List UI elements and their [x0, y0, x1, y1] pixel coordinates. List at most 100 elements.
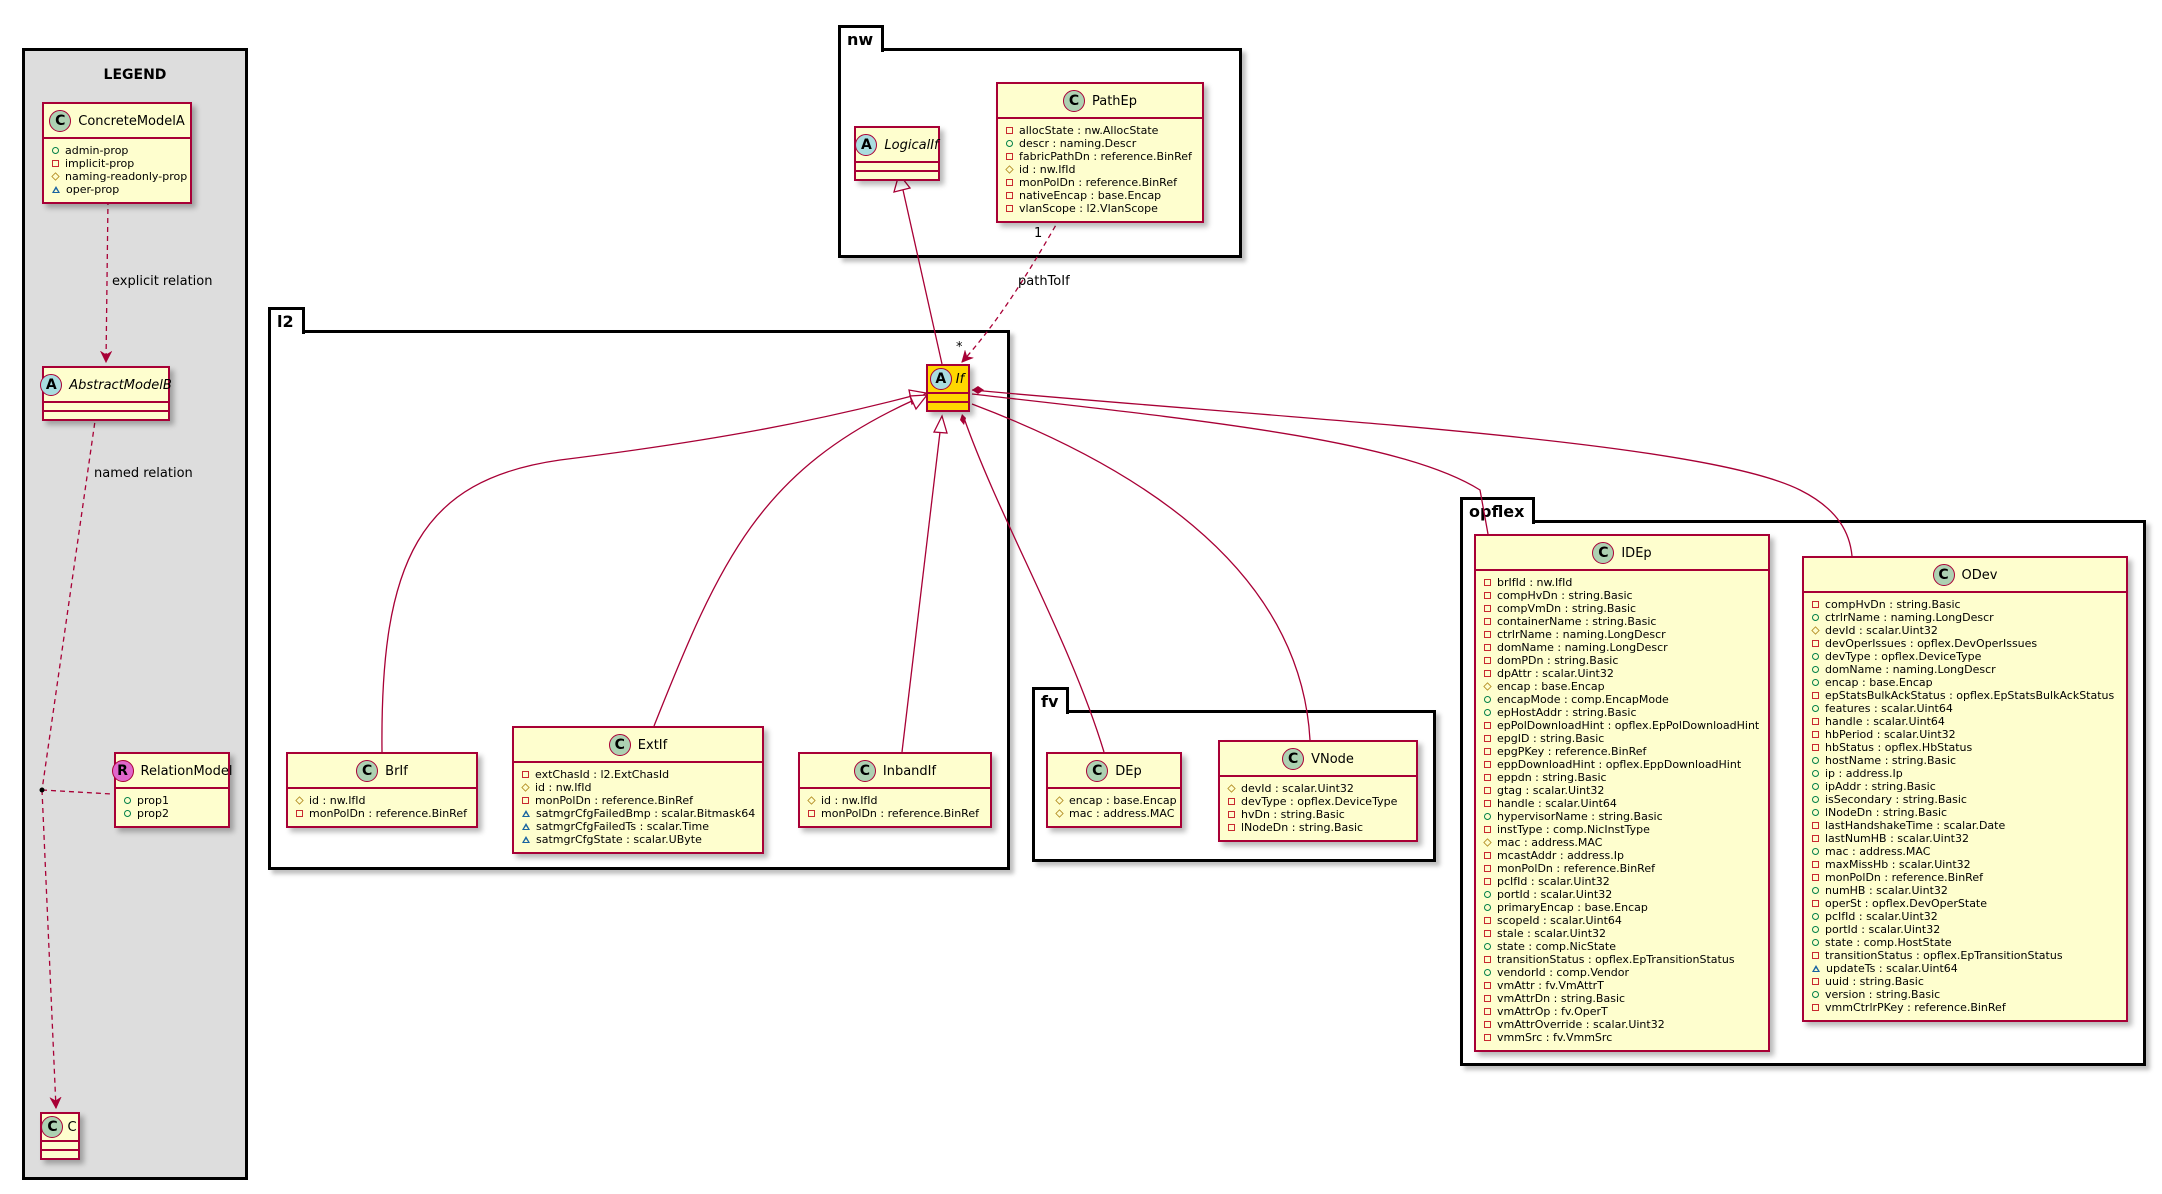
class-attributes	[928, 392, 968, 401]
class-attribute: monPolDn : reference.BinRef	[1484, 862, 1762, 875]
private-visibility-icon	[1484, 618, 1491, 625]
class-logical-if[interactable]: A LogicalIf	[854, 126, 940, 181]
attribute-text: devType : opflex.DeviceType	[1825, 650, 1982, 663]
class-header: C C	[41, 1114, 78, 1140]
class-attribute: compVmDn : string.Basic	[1484, 602, 1762, 615]
private-visibility-icon	[522, 797, 529, 804]
class-attribute: hbStatus : opflex.HbStatus	[1812, 741, 2120, 754]
class-attribute: portId : scalar.Uint32	[1812, 923, 2120, 936]
attribute-text: vmAttrDn : string.Basic	[1497, 992, 1626, 1005]
class-attribute: version : string.Basic	[1812, 988, 2120, 1001]
private-visibility-icon	[1484, 917, 1491, 924]
class-attribute: transitionStatus : opflex.EpTransitionSt…	[1484, 953, 1762, 966]
class-header: C IDEp	[1476, 536, 1768, 569]
class-attribute: domName : naming.LongDescr	[1812, 663, 2120, 676]
private-visibility-icon	[1484, 748, 1491, 755]
public-visibility-icon	[1812, 809, 1819, 816]
package-visibility-icon	[522, 836, 530, 843]
private-visibility-icon	[1006, 179, 1013, 186]
attribute-text: lastHandshakeTime : scalar.Date	[1825, 819, 2006, 832]
class-abstract-model-b[interactable]: A AbstractModelB	[40, 366, 172, 421]
named-relation-label: named relation	[94, 466, 193, 481]
class-if[interactable]: A If	[926, 364, 970, 412]
attribute-text: descr : naming.Descr	[1019, 137, 1137, 150]
class-attribute: uuid : string.Basic	[1812, 975, 2120, 988]
attribute-text: hypervisorName : string.Basic	[1497, 810, 1663, 823]
private-visibility-icon	[1484, 1034, 1491, 1041]
private-visibility-icon	[1006, 127, 1013, 134]
class-attribute: epgID : string.Basic	[1484, 732, 1762, 745]
class-name: VNode	[1311, 751, 1354, 767]
class-attribute: features : scalar.Uint64	[1812, 702, 2120, 715]
package-opflex-label: opflex	[1460, 497, 1536, 524]
attribute-text: id : nw.IfId	[1019, 163, 1076, 176]
private-visibility-icon	[1228, 824, 1235, 831]
class-attribute: state : comp.NicState	[1484, 940, 1762, 953]
public-visibility-icon	[1006, 140, 1013, 147]
class-attributes	[42, 1140, 78, 1149]
class-name: IDEp	[1621, 545, 1652, 561]
class-name: C	[67, 1119, 77, 1135]
attribute-text: satmgrCfgState : scalar.UByte	[536, 833, 702, 846]
package-fv-label: fv	[1032, 687, 1070, 714]
class-attribute: compHvDn : string.Basic	[1484, 589, 1762, 602]
class-attribute: nativeEncap : base.Encap	[1006, 189, 1196, 202]
class-attribute: vmAttrDn : string.Basic	[1484, 992, 1762, 1005]
attribute-text: hostName : string.Basic	[1825, 754, 1957, 767]
package-visibility-icon	[52, 186, 60, 193]
class-attribute: monPolDn : reference.BinRef	[522, 794, 756, 807]
protected-visibility-icon	[1483, 682, 1492, 691]
private-visibility-icon	[1484, 878, 1491, 885]
class-attribute: satmgrCfgFailedBmp : scalar.Bitmask64	[522, 807, 756, 820]
private-visibility-icon	[1484, 982, 1491, 989]
package-visibility-icon	[522, 810, 530, 817]
attribute-text: monPolDn : reference.BinRef	[535, 794, 693, 807]
class-attribute: id : nw.IfId	[807, 794, 984, 807]
class-attributes	[44, 401, 168, 410]
attribute-text: oper-prop	[66, 183, 120, 196]
attribute-text: encap : base.Encap	[1825, 676, 1933, 689]
class-attribute: hypervisorName : string.Basic	[1484, 810, 1762, 823]
class-attribute: eppdn : string.Basic	[1484, 771, 1762, 784]
class-attribute: vendorId : comp.Vendor	[1484, 966, 1762, 979]
concrete-class-icon: C	[1282, 748, 1305, 770]
protected-visibility-icon	[1005, 165, 1014, 174]
private-visibility-icon	[1812, 952, 1819, 959]
abstract-class-icon: A	[929, 368, 952, 390]
attribute-text: mac : address.MAC	[1497, 836, 1603, 849]
attribute-text: vendorId : comp.Vendor	[1497, 966, 1630, 979]
class-c[interactable]: C C	[40, 1112, 80, 1160]
attribute-text: brIfId : nw.IfId	[1497, 576, 1573, 589]
private-visibility-icon	[1812, 692, 1819, 699]
attribute-text: compVmDn : string.Basic	[1497, 602, 1637, 615]
class-attribute: dpAttr : scalar.Uint32	[1484, 667, 1762, 680]
public-visibility-icon	[1812, 926, 1819, 933]
attribute-text: prop1	[137, 794, 169, 807]
class-header: C InbandIf	[800, 754, 990, 787]
attribute-text: encap : base.Encap	[1497, 680, 1605, 693]
public-visibility-icon	[1812, 991, 1819, 998]
attribute-text: scopeId : scalar.Uint64	[1497, 914, 1622, 927]
class-name: DEp	[1115, 763, 1142, 779]
public-visibility-icon	[1812, 770, 1819, 777]
attribute-text: devId : scalar.Uint32	[1241, 782, 1354, 795]
abstract-class-icon: A	[40, 374, 63, 396]
class-attribute: oper-prop	[52, 183, 184, 196]
attribute-text: state : comp.HostState	[1825, 936, 1952, 949]
class-attribute: devId : scalar.Uint32	[1811, 624, 2120, 637]
attribute-text: epgPKey : reference.BinRef	[1497, 745, 1647, 758]
attribute-text: vmAttr : fv.VmAttrT	[1497, 979, 1604, 992]
